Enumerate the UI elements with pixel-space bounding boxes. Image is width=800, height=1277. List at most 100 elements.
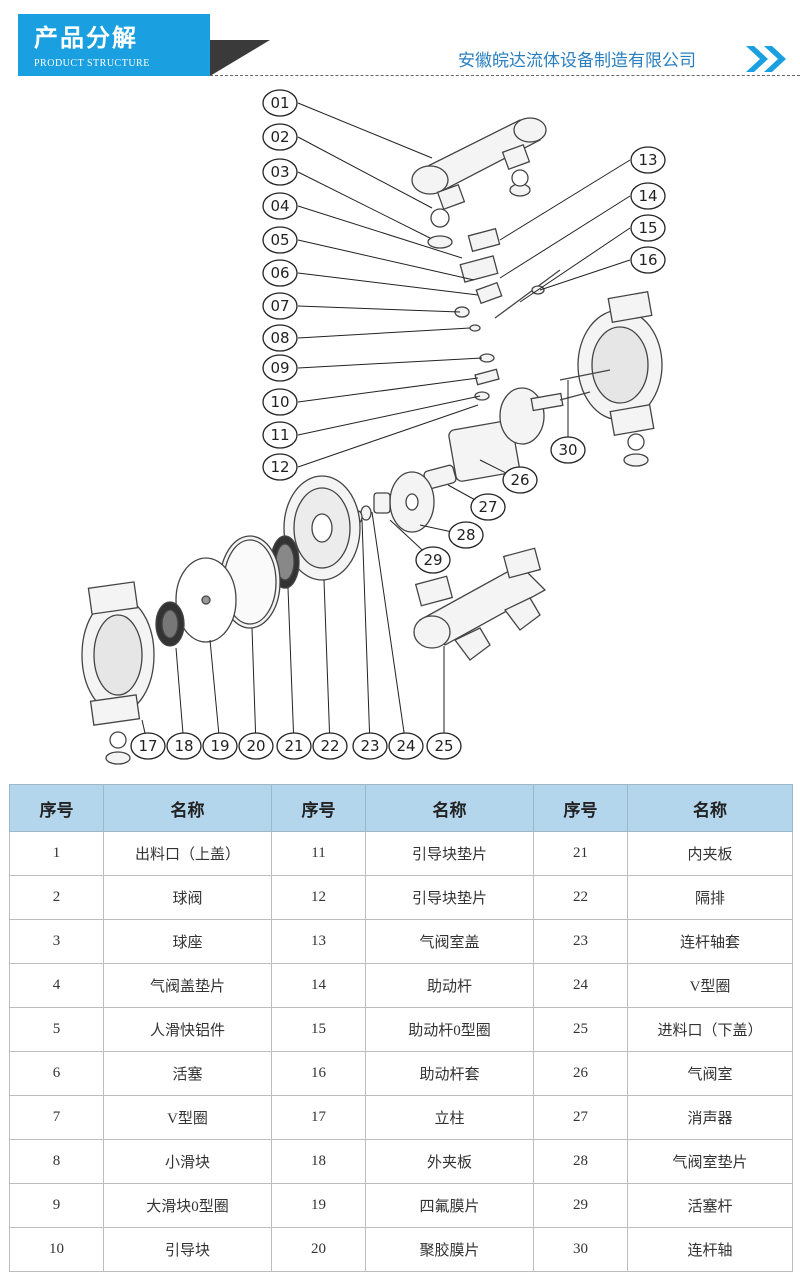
callout-label: 15 — [638, 219, 657, 237]
left-chamber-drawing — [81, 581, 155, 765]
callout-bubble — [630, 146, 666, 174]
callout-bubble — [312, 732, 348, 760]
callout-bubble — [630, 182, 666, 210]
page-subtitle: PRODUCT STRUCTURE — [34, 58, 150, 69]
part-name-cell: 四氟膜片 — [365, 1183, 534, 1228]
callout-label: 13 — [638, 151, 657, 169]
callout-bubble — [470, 493, 506, 521]
part-number-cell: 6 — [9, 1051, 104, 1096]
callout-bubble — [166, 732, 202, 760]
column-header: 序号 — [533, 784, 628, 832]
column-header: 序号 — [271, 784, 366, 832]
part-number-cell: 25 — [533, 1007, 628, 1052]
callout-bubble — [388, 732, 424, 760]
callout-label: 07 — [270, 297, 289, 315]
page-title: 产品分解 — [34, 24, 138, 52]
air-valve-parts-drawing — [454, 227, 561, 401]
part-name-cell: V型圈 — [103, 1095, 272, 1140]
callout-bubble — [262, 226, 298, 254]
part-name-cell: 进料口（下盖） — [627, 1007, 793, 1052]
part-number-cell: 27 — [533, 1095, 628, 1140]
part-name-cell: 活塞 — [103, 1051, 272, 1096]
part-number-cell: 29 — [533, 1183, 628, 1228]
callout-bubble — [262, 123, 298, 151]
part-number-cell: 30 — [533, 1227, 628, 1272]
callout-label: 25 — [434, 737, 453, 755]
callout-label: 29 — [423, 551, 442, 569]
part-number-cell: 12 — [271, 875, 366, 920]
part-number-cell: 15 — [271, 1007, 366, 1052]
part-number-cell: 11 — [271, 831, 366, 876]
header-divider — [210, 75, 800, 76]
callout-bubble — [202, 732, 238, 760]
part-number-cell: 10 — [9, 1227, 104, 1272]
callout-bubble — [352, 732, 388, 760]
callout-bubble — [262, 292, 298, 320]
callout-label: 21 — [284, 737, 303, 755]
callout-bubble — [262, 421, 298, 449]
part-name-cell: 引导块 — [103, 1227, 272, 1272]
leader-lines — [141, 102, 631, 747]
part-name-cell: 立柱 — [365, 1095, 534, 1140]
part-number-cell: 5 — [9, 1007, 104, 1052]
part-name-cell: 助动杆 — [365, 963, 534, 1008]
callout-label: 19 — [210, 737, 229, 755]
part-number-cell: 2 — [9, 875, 104, 920]
double-chevron-right-icon — [746, 46, 786, 72]
callout-label: 22 — [320, 737, 339, 755]
part-name-cell: 小滑块 — [103, 1139, 272, 1184]
callout-bubble — [448, 521, 484, 549]
part-number-cell: 17 — [271, 1095, 366, 1140]
callout-label: 01 — [270, 94, 289, 112]
callout-label: 28 — [456, 526, 475, 544]
company-name: 安徽皖达流体设备制造有限公司 — [458, 51, 696, 71]
part-number-cell: 21 — [533, 831, 628, 876]
part-number-cell: 28 — [533, 1139, 628, 1184]
callout-bubble — [130, 732, 166, 760]
part-name-cell: 球阀 — [103, 875, 272, 920]
callout-bubble — [262, 324, 298, 352]
callout-bubble — [262, 158, 298, 186]
callout-bubble — [630, 214, 666, 242]
callout-bubble — [262, 388, 298, 416]
part-name-cell: 连杆轴 — [627, 1227, 793, 1272]
air-chamber-drawing — [448, 387, 591, 482]
part-name-cell: 大滑块0型圈 — [103, 1183, 272, 1228]
callout-bubble — [262, 259, 298, 287]
part-number-cell: 9 — [9, 1183, 104, 1228]
callout-label: 08 — [270, 329, 289, 347]
table-header-row: 序号名称序号名称序号名称 — [9, 784, 793, 832]
part-number-cell: 20 — [271, 1227, 366, 1272]
part-name-cell: 气阀室盖 — [365, 919, 534, 964]
callout-label: 04 — [270, 197, 289, 215]
part-name-cell: 助动杆0型圈 — [365, 1007, 534, 1052]
callout-bubble — [426, 732, 462, 760]
part-number-cell: 23 — [533, 919, 628, 964]
callout-label: 02 — [270, 128, 289, 146]
part-number-cell: 24 — [533, 963, 628, 1008]
callout-label: 12 — [270, 458, 289, 476]
column-header: 名称 — [627, 784, 793, 832]
part-number-cell: 18 — [271, 1139, 366, 1184]
diaphragm-housing-drawing — [283, 475, 361, 581]
part-name-cell: 球座 — [103, 919, 272, 964]
column-header: 序号 — [9, 784, 104, 832]
part-name-cell: 消声器 — [627, 1095, 793, 1140]
exploded-diagram: 0102030405060708091011121314151617181920… — [81, 89, 666, 765]
callout-bubble — [262, 453, 298, 481]
part-number-cell: 1 — [9, 831, 104, 876]
page-header: 产品分解 PRODUCT STRUCTURE 安徽皖达流体设备制造有限公司 — [0, 0, 800, 78]
callout-bubble — [630, 246, 666, 274]
part-name-cell: 助动杆套 — [365, 1051, 534, 1096]
part-name-cell: 聚胶膜片 — [365, 1227, 534, 1272]
callout-label: 18 — [174, 737, 193, 755]
callout-label: 10 — [270, 393, 289, 411]
